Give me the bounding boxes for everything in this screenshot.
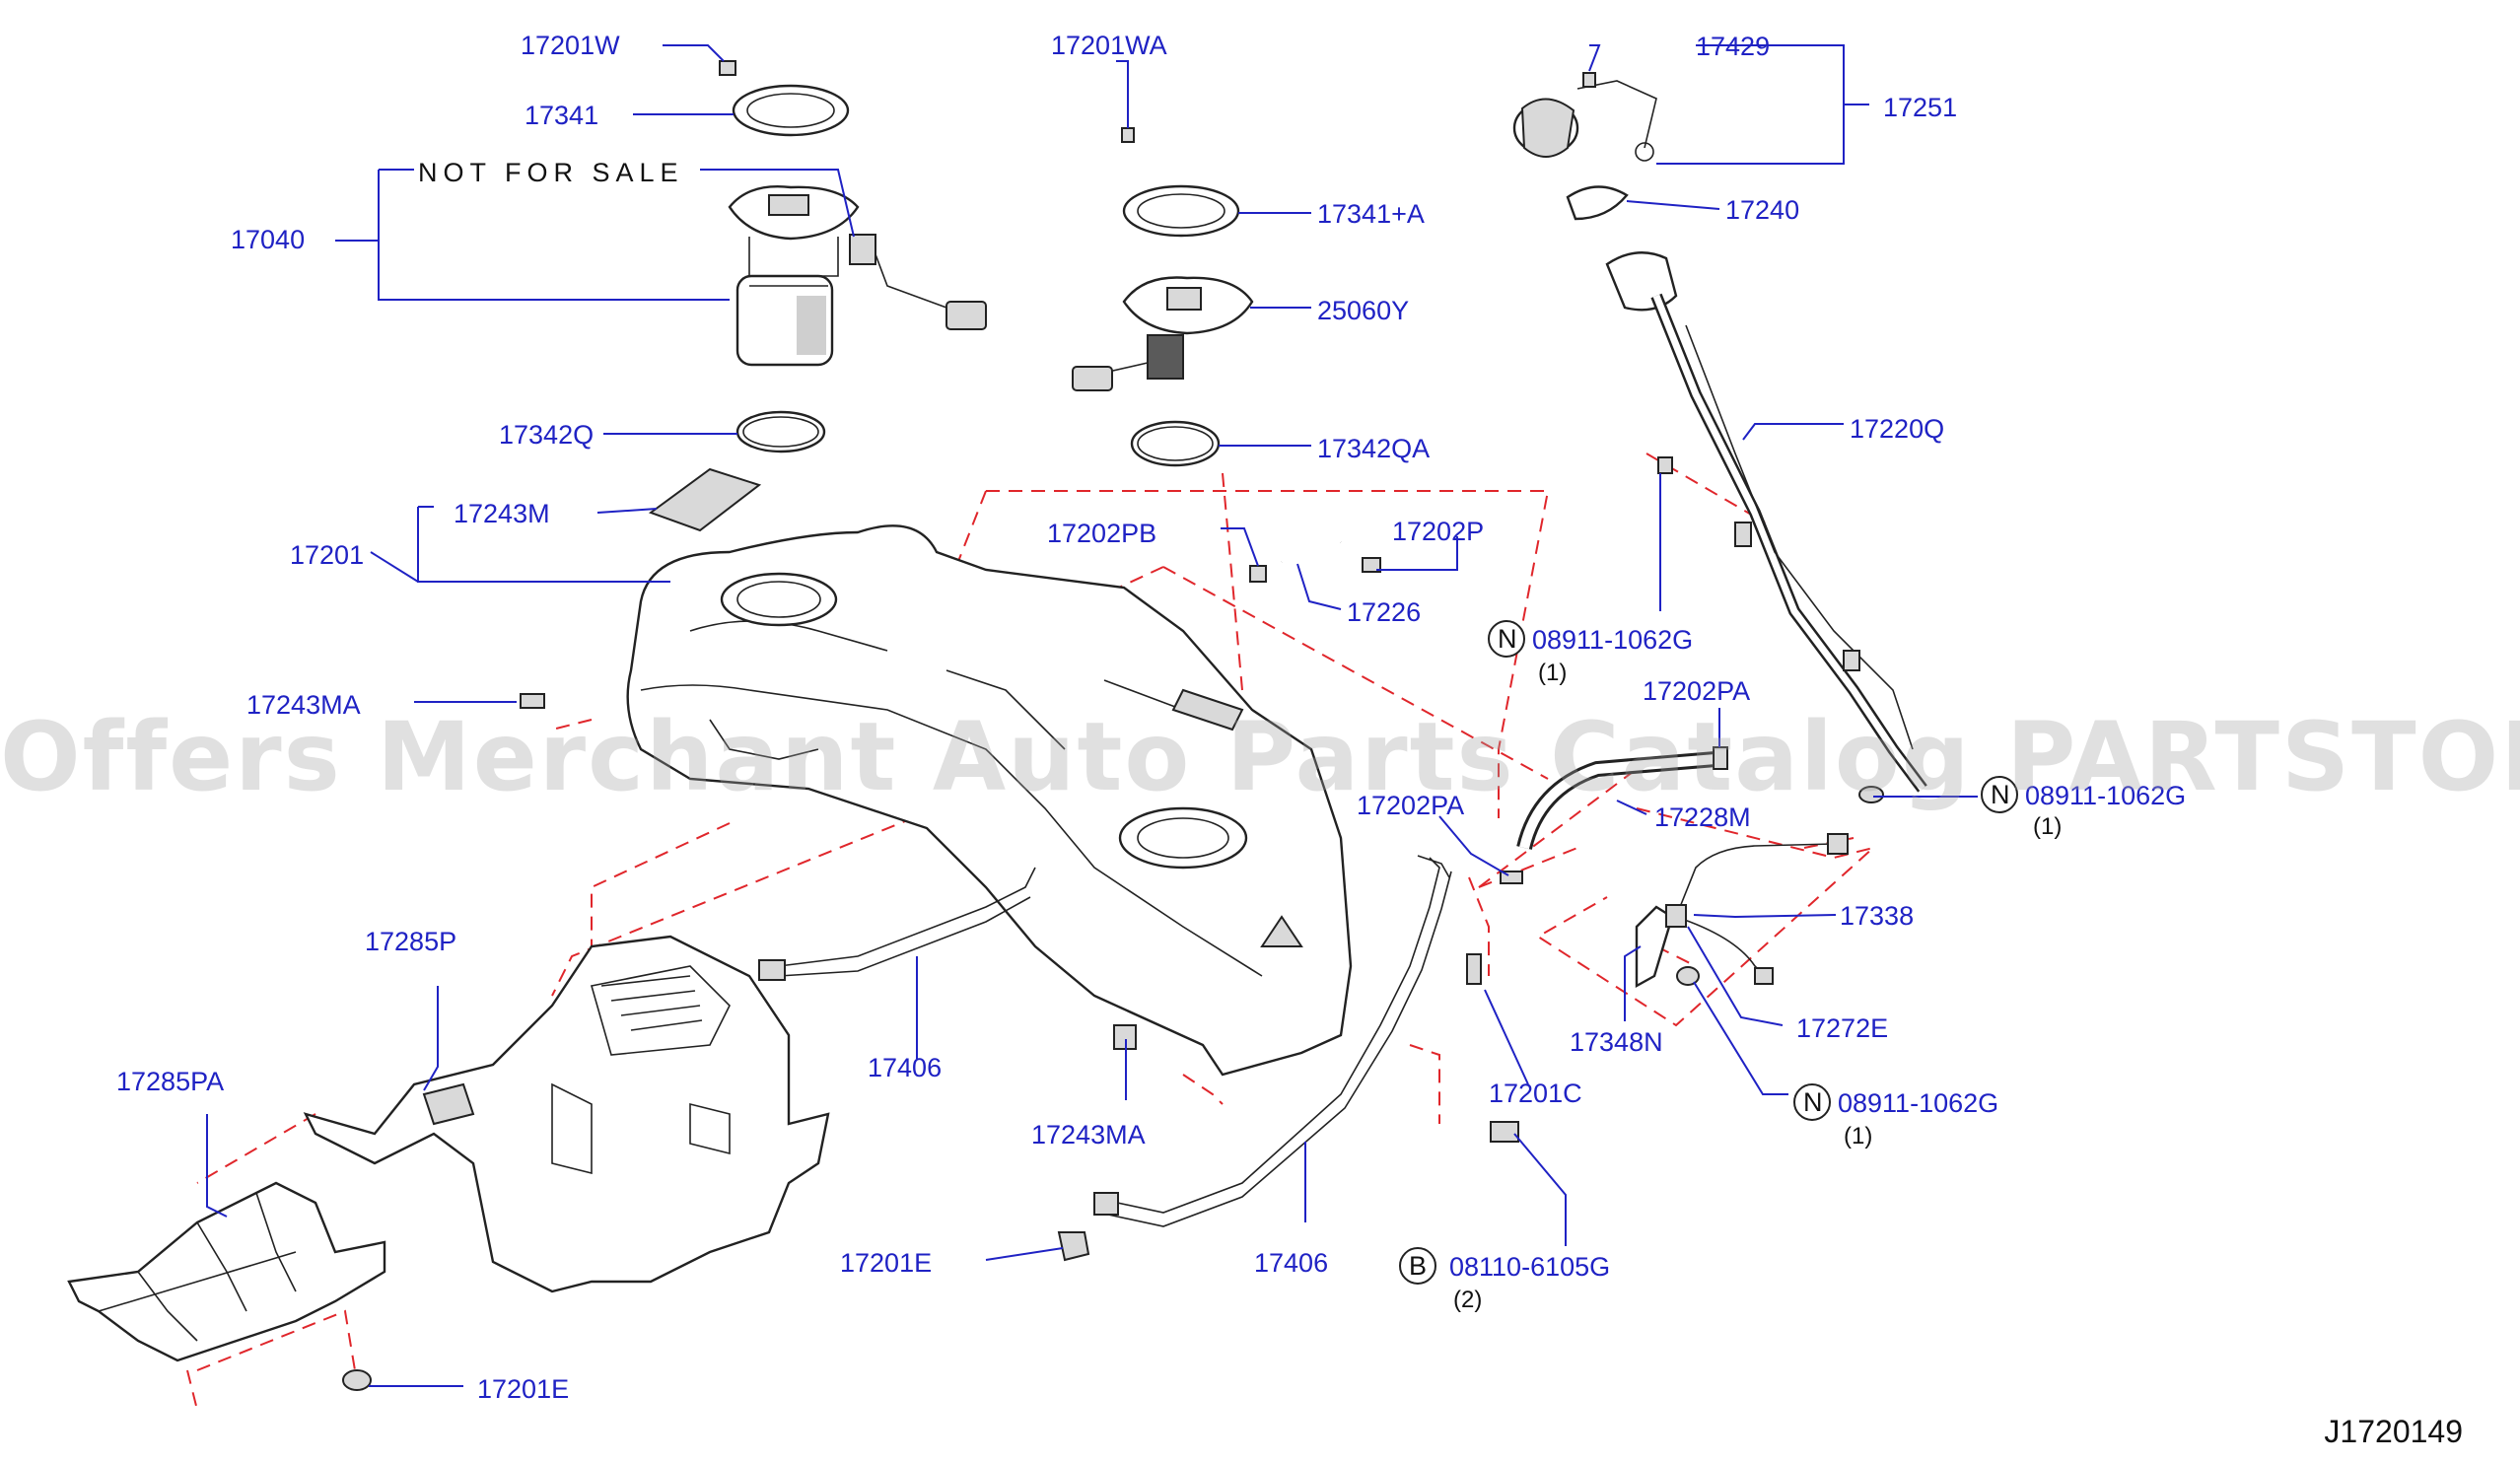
label-17201WA: 17201WA [1051, 31, 1167, 60]
label-08911-c: 08911-1062G [1838, 1088, 1998, 1118]
tank-port-lower [1118, 806, 1248, 870]
label-17341A: 17341+A [1317, 199, 1425, 229]
qty-b: (1) [2033, 813, 2062, 840]
fuel-tank-17201 [520, 524, 1353, 1077]
badge-n-c-letter: N [1803, 1087, 1823, 1117]
label-17201W: 17201W [521, 31, 620, 60]
label-17342QA: 17342QA [1317, 434, 1430, 463]
filler-pipe [1652, 294, 1925, 792]
clamp-17202PA-upper [1713, 746, 1728, 770]
filler-neck-top [1605, 251, 1678, 312]
hose-17228M [1519, 754, 1716, 850]
label-17341: 17341 [525, 101, 598, 130]
badge-b-a [1399, 1247, 1436, 1285]
label-17201: 17201 [290, 540, 364, 570]
bracket-17348N [1635, 905, 1674, 989]
hose-17226 [1278, 527, 1345, 565]
label-17342Q: 17342Q [499, 420, 594, 450]
sender-plug [945, 301, 987, 330]
label-17228M: 17228M [1654, 802, 1751, 832]
breather-tube [1685, 324, 1914, 750]
clamp-17202PB [1249, 565, 1267, 583]
badge-n-a-letter: N [1498, 624, 1517, 654]
clip-17243MA-left [520, 693, 545, 709]
label-17040: 17040 [231, 225, 305, 254]
nut-17201E-bottom [342, 1369, 372, 1391]
label-17243MA-lower: 17243MA [1031, 1120, 1146, 1150]
label-25060Y: 25060Y [1317, 296, 1409, 325]
screw-17201WA [1121, 127, 1135, 143]
qty-d: (2) [1453, 1287, 1482, 1313]
label-17251: 17251 [1883, 93, 1957, 122]
clip-17272E [1665, 904, 1687, 928]
label-17285PA: 17285PA [116, 1067, 224, 1096]
nut-08911-c [1676, 966, 1700, 986]
label-17406-lower: 17406 [1254, 1248, 1328, 1278]
label-08911-b: 08911-1062G [2025, 781, 2186, 810]
label-17201E-bottom: 17201E [477, 1374, 569, 1404]
label-17243M: 17243M [454, 499, 550, 528]
label-17201E-mid: 17201E [840, 1248, 932, 1278]
badge-n-c [1793, 1083, 1831, 1121]
clamp-17202P [1362, 557, 1381, 573]
sender-unit [1147, 334, 1184, 380]
o-ring-17342QA [1130, 420, 1221, 467]
tank-straps [342, 855, 1519, 1391]
label-17272E: 17272E [1796, 1013, 1888, 1043]
label-08911-a: 08911-1062G [1532, 625, 1693, 655]
fuel-pump-assembly [648, 60, 987, 532]
qty-a: (1) [1538, 660, 1567, 686]
label-17240: 17240 [1725, 195, 1799, 225]
label-17338: 17338 [1840, 901, 1914, 931]
gasket-17240 [1566, 185, 1629, 221]
pad-17243M [648, 467, 762, 532]
leader-lines [206, 44, 1978, 1387]
o-ring-17342Q [735, 410, 826, 453]
label-17202PB: 17202PB [1047, 519, 1156, 548]
label-17201C: 17201C [1489, 1079, 1582, 1108]
strap-17406-upper [778, 867, 1036, 967]
diagram-reference-code: J1720149 [2324, 1414, 2463, 1449]
screw-17201W [719, 60, 736, 76]
nut-08911-b [1858, 786, 1884, 803]
bolt-08110 [1490, 1121, 1519, 1143]
badge-n-a [1488, 620, 1525, 658]
cap-tether-17429 [1576, 80, 1657, 149]
note-not-for-sale: NOT FOR SALE [418, 158, 684, 187]
hoses [1249, 527, 1728, 884]
filler-assembly [1512, 72, 1927, 803]
nut-08911-a [1657, 456, 1673, 474]
qty-c: (1) [1844, 1123, 1872, 1150]
sender-assembly [1072, 127, 1254, 467]
label-17285P: 17285P [365, 927, 456, 956]
callout-labels: 17201W 17341 NOT FOR SALE 17040 17342Q 1… [116, 31, 2186, 1404]
label-17226: 17226 [1347, 597, 1421, 627]
strap-17406-lower [1107, 857, 1440, 1214]
badge-b-a-letter: B [1409, 1251, 1427, 1281]
pump-connector [849, 234, 876, 265]
heat-shields [67, 935, 830, 1362]
badge-n-b [1981, 776, 2018, 813]
vent-tube-assembly [1635, 833, 1849, 989]
label-17220Q: 17220Q [1850, 414, 1944, 444]
label-17243MA-left: 17243MA [246, 690, 361, 720]
label-17202PA-upper: 17202PA [1643, 676, 1750, 706]
label-17202PA-lower: 17202PA [1357, 791, 1464, 820]
label-17348N: 17348N [1570, 1027, 1663, 1057]
bolt-17201C [1466, 953, 1482, 985]
label-08110: 08110-6105G [1449, 1252, 1610, 1282]
sender-float [1072, 366, 1113, 391]
tank-shell [626, 524, 1353, 1077]
label-17406-upper: 17406 [868, 1053, 942, 1082]
badge-n-b-letter: N [1991, 780, 2010, 809]
shield-17285P [303, 935, 830, 1293]
label-17429: 17429 [1696, 32, 1770, 61]
label-17202P: 17202P [1392, 517, 1484, 546]
nut-17201E-mid [1057, 1231, 1090, 1262]
